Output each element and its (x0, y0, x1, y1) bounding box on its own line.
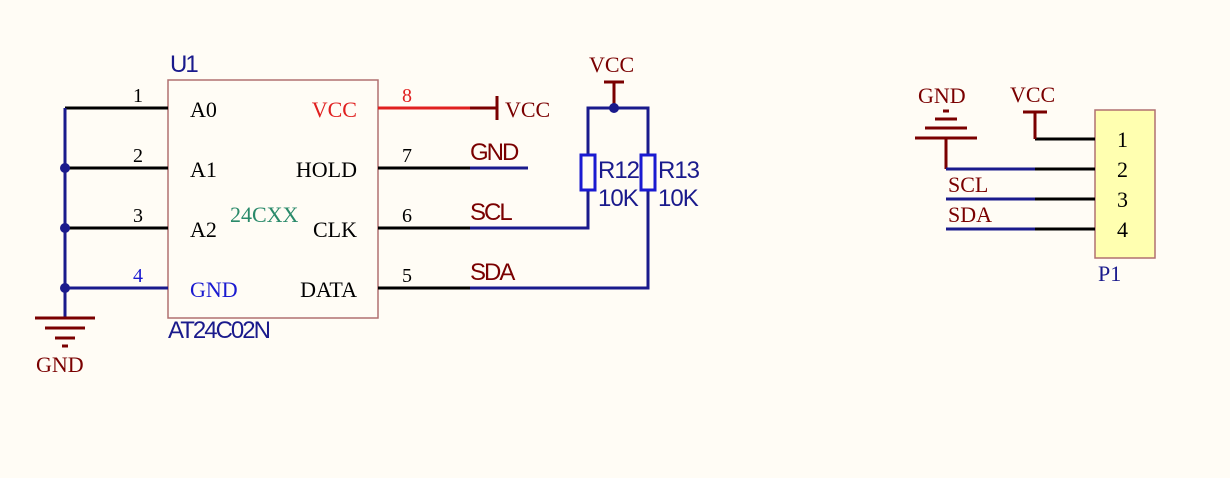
pin5-name: DATA (300, 277, 357, 302)
junction-dot (60, 163, 70, 173)
pin5-number: 5 (402, 265, 412, 287)
pin1-name: A0 (190, 97, 217, 122)
pin2-number: 2 (133, 145, 143, 167)
p1-pin3-number: 3 (1117, 187, 1128, 212)
u1-body (167, 79, 379, 319)
gnd-label-pin7: GND (470, 139, 519, 166)
pin2-name: A1 (190, 157, 217, 182)
vcc-port-pin8: VCC (470, 96, 550, 122)
p1-pin1-number: 1 (1117, 127, 1128, 152)
junction-dot (60, 283, 70, 293)
junction-dot (609, 103, 619, 113)
pin6-name: CLK (313, 217, 357, 242)
vcc-label-pin8: VCC (505, 97, 550, 122)
u1-part-value: 24CXX (230, 202, 299, 227)
address-ground-wire (60, 108, 168, 318)
p1-designator: P1 (1098, 261, 1121, 286)
gnd-symbol-bottom: GND (35, 316, 95, 377)
p1-pin2-number: 2 (1117, 157, 1128, 182)
pin1-number: 1 (133, 85, 143, 107)
pin7-number: 7 (402, 145, 412, 167)
pin4-name: GND (190, 277, 238, 302)
r13-body[interactable] (639, 153, 657, 192)
gnd-net-pin7: GND (470, 139, 528, 170)
r13-value: 10K (658, 185, 699, 212)
r13-designator: R13 (658, 157, 700, 184)
p1-vcc-power: VCC (1010, 82, 1055, 139)
p1-gnd-label: GND (918, 83, 966, 108)
r12-body[interactable] (579, 153, 597, 192)
junction-dot (60, 223, 70, 233)
sda-net: SDA (470, 190, 650, 290)
sda-label: SDA (470, 259, 515, 286)
p1-signal-nets: SCL SDA (946, 172, 1035, 231)
pin8-number: 8 (402, 85, 412, 107)
r12-designator: R12 (598, 157, 640, 184)
p1-connector[interactable]: 1 2 3 4 P1 (1035, 109, 1156, 286)
pin8-name: VCC (312, 97, 357, 122)
pin3-number: 3 (133, 205, 143, 227)
scl-net: SCL (470, 190, 590, 230)
p1-gnd-power: GND (915, 83, 1035, 171)
u1-part-number: AT24C02N (168, 317, 270, 344)
r12-value: 10K (598, 185, 639, 212)
u1-designator: U1 (170, 51, 198, 78)
gnd-label-bottom: GND (36, 352, 84, 377)
p1-body (1094, 109, 1156, 259)
p1-sda-label: SDA (948, 202, 992, 227)
pin3-name: A2 (190, 217, 217, 242)
pin7-name: HOLD (296, 157, 357, 182)
vcc-label-pullups: VCC (589, 52, 634, 77)
pin6-number: 6 (402, 205, 412, 227)
scl-label: SCL (470, 199, 512, 226)
pullup-resistors: VCC R12 10K R13 10K (579, 52, 701, 212)
p1-vcc-label: VCC (1010, 82, 1055, 107)
pin4-number: 4 (133, 265, 143, 287)
p1-scl-label: SCL (948, 172, 988, 197)
p1-pin4-number: 4 (1117, 217, 1128, 242)
u1-eeprom[interactable]: U1 AT24C02N 24CXX 1 2 3 4 A0 A1 A2 GND 8… (65, 51, 470, 344)
